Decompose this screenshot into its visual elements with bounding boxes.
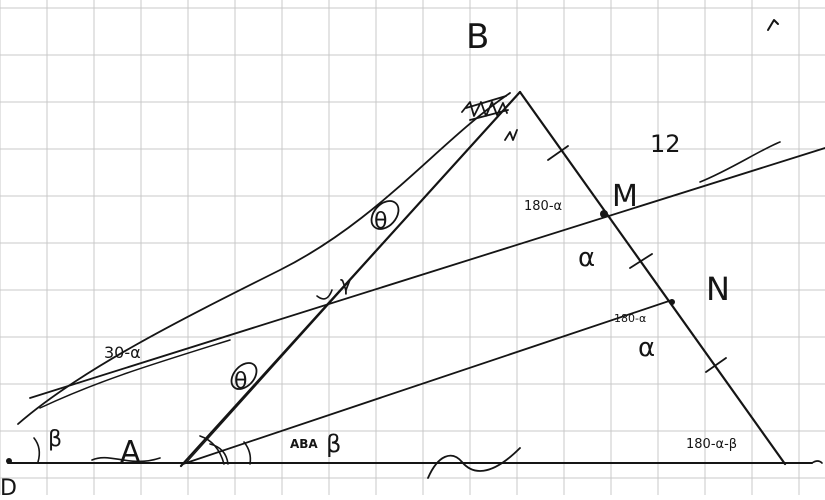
- baseline-wave: [427, 447, 521, 479]
- point-d: [6, 458, 12, 464]
- label-12: 12: [650, 130, 681, 158]
- line-an: [182, 299, 673, 465]
- side-bc: [518, 90, 787, 466]
- label-angle-c: 180-α-β: [686, 437, 737, 452]
- label-gamma: γ: [340, 271, 352, 295]
- corner-mark: [767, 19, 779, 31]
- label-a: A: [120, 435, 141, 470]
- label-alpha-m: α: [578, 243, 595, 273]
- side-ab-overstroke: [185, 97, 515, 464]
- label-scribble-a: ABA: [290, 437, 318, 451]
- point-m: [600, 210, 608, 218]
- point-n: [669, 299, 675, 305]
- stroke-upper-right: [699, 141, 781, 183]
- label-theta-upper: θ: [374, 209, 387, 234]
- curve-lower: [39, 339, 231, 409]
- label-m: M: [612, 179, 638, 214]
- baseline-squiggle-left: [91, 456, 161, 463]
- tick-marks: [547, 145, 727, 373]
- label-beta-d: β: [48, 427, 62, 452]
- label-beta: β: [326, 430, 341, 458]
- angle-arc-gamma: [316, 289, 333, 300]
- label-angle-m-supp: 180-α: [524, 199, 562, 214]
- angle-arc-a2: [209, 443, 229, 465]
- label-angle-n-supp: 180-α: [614, 312, 646, 325]
- label-d: D: [0, 476, 17, 495]
- line-through-m: [29, 147, 825, 399]
- point-c-mark: [811, 460, 823, 464]
- label-b: B: [466, 17, 489, 57]
- label-alpha-n: α: [638, 333, 655, 363]
- label-theta-lower: θ: [234, 369, 247, 394]
- theta-mark-lower: [230, 362, 258, 390]
- theta-mark-upper: [370, 200, 400, 230]
- angle-arc-d: [33, 437, 41, 463]
- curve-d-to-b: [17, 92, 511, 425]
- label-30-alpha: 30-α: [104, 343, 141, 362]
- scribble-near-b: [461, 95, 518, 141]
- angle-arc-beta: [243, 441, 252, 465]
- label-n: N: [706, 270, 730, 308]
